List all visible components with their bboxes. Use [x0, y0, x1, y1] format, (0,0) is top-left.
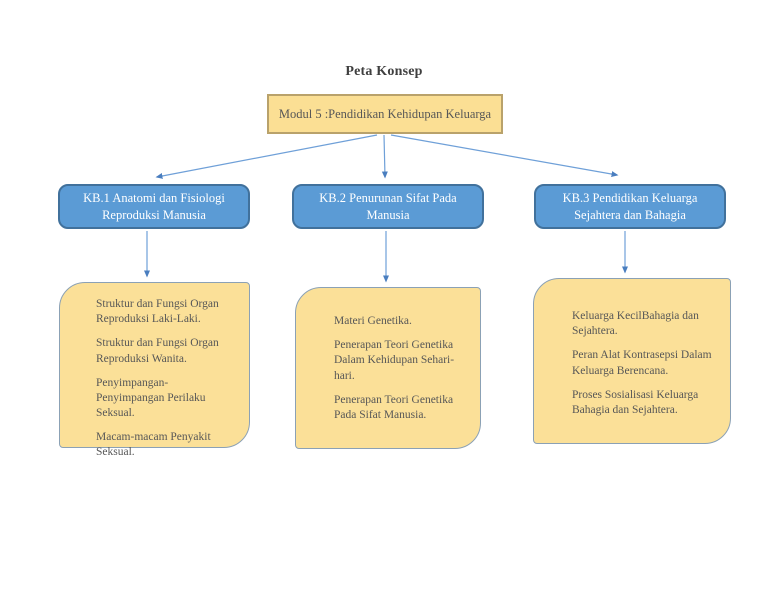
arrow-root-to-kb2	[381, 134, 388, 179]
branch-node-kb3: KB.3 Pendidikan Keluarga Sejahtera dan B…	[534, 184, 726, 229]
note-item: Macam-macam Penyakit Seksual.	[96, 431, 211, 459]
note-item: Proses Sosialisasi Keluarga Bahagia dan …	[572, 388, 699, 416]
branch-node-label: KB.2 Penurunan Sifat Pada Manusia	[319, 191, 457, 222]
note-item: Materi Genetika.	[334, 315, 412, 327]
arrow-root-to-kb1	[155, 134, 378, 179]
branch-node-kb1: KB.1 Anatomi dan Fisiologi Reproduksi Ma…	[58, 184, 250, 229]
note-item: Struktur dan Fungsi Organ Reproduksi Wan…	[96, 337, 219, 365]
page-title: Peta Konsep	[345, 64, 423, 79]
note-item: Penerapan Teori Genetika Pada Sifat Manu…	[334, 393, 454, 421]
note-kb1-topics: Struktur dan Fungsi Organ Reproduksi Lak…	[59, 282, 250, 458]
branch-node-label: KB.3 Pendidikan Keluarga Sejahtera dan B…	[562, 191, 698, 222]
note-item: Keluarga KecilBahagia dan Sejahtera.	[572, 310, 699, 338]
arrow-root-to-kb3	[390, 134, 619, 177]
note-item: Penyimpangan-Penyimpangan Perilaku Seksu…	[96, 376, 206, 420]
note-item: Struktur dan Fungsi Organ Reproduksi Lak…	[96, 298, 219, 326]
branch-node-kb2: KB.2 Penurunan Sifat Pada Manusia	[292, 184, 484, 229]
note-item: Penerapan Teori Genetika Dalam Kehidupan…	[334, 339, 455, 382]
root-node-modul-5: Modul 5 :Pendidikan Kehidupan Keluarga	[267, 94, 503, 134]
branch-node-label: KB.1 Anatomi dan Fisiologi Reproduksi Ma…	[83, 191, 225, 222]
note-item: Peran Alat Kontrasepsi Dalam Keluarga Be…	[572, 349, 712, 377]
root-node-label: Modul 5 :Pendidikan Kehidupan Keluarga	[278, 106, 492, 121]
note-kb2-topics: Materi Genetika. Penerapan Teori Genetika…	[295, 287, 481, 449]
note-kb3-topics: Keluarga KecilBahagia dan Sejahtera. Pera…	[533, 278, 731, 444]
